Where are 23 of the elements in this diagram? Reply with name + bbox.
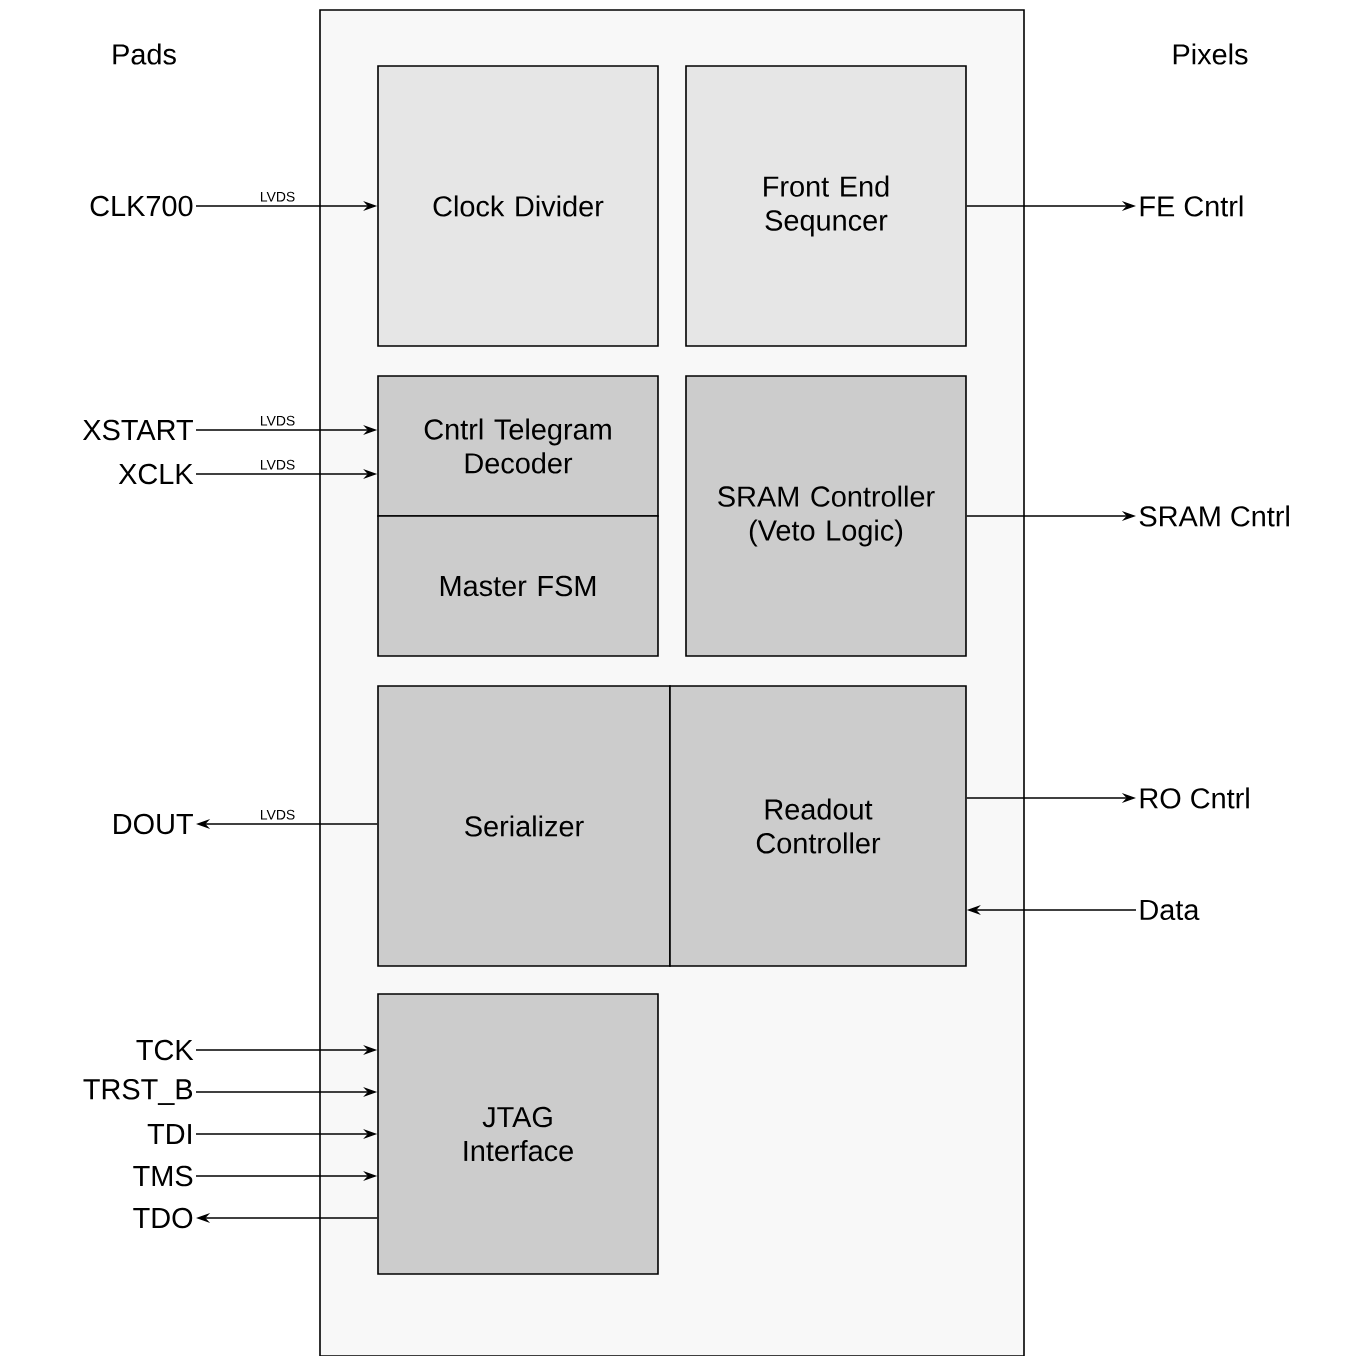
pin-label: XCLK xyxy=(118,463,194,485)
heading: Pixels xyxy=(1173,43,1248,65)
block-box: Clock Divider xyxy=(377,65,659,347)
pin-label: DOUT xyxy=(114,813,193,835)
pin-label: TDI xyxy=(147,1124,191,1144)
pin-label: TCK xyxy=(136,1039,194,1061)
pin-label: RO Cntrl xyxy=(1140,787,1249,809)
block-box: Front End Sequncer xyxy=(685,65,967,347)
pin-label: TDO xyxy=(133,1207,193,1229)
block-box: Readout Controller xyxy=(669,685,967,967)
block-box: Cntrl Telegram Decoder xyxy=(377,375,659,517)
heading: Pads xyxy=(113,43,176,65)
block-box: JTAG Interface xyxy=(377,993,659,1275)
pin-label: CLK700 xyxy=(90,195,193,217)
pin-label: FE Cntrl xyxy=(1140,195,1243,217)
pin-label: SRAM Cntrl xyxy=(1139,505,1289,527)
pin-label: TMS xyxy=(133,1165,193,1187)
pin-label: Data xyxy=(1140,899,1200,921)
pin-label: TRST_B xyxy=(83,1079,193,1105)
pin-label: XSTART xyxy=(82,419,193,441)
block-box: SRAM Controller (Veto Logic) xyxy=(685,375,967,657)
block-box: Master FSM xyxy=(377,515,659,657)
block-box: Serializer xyxy=(377,685,671,967)
